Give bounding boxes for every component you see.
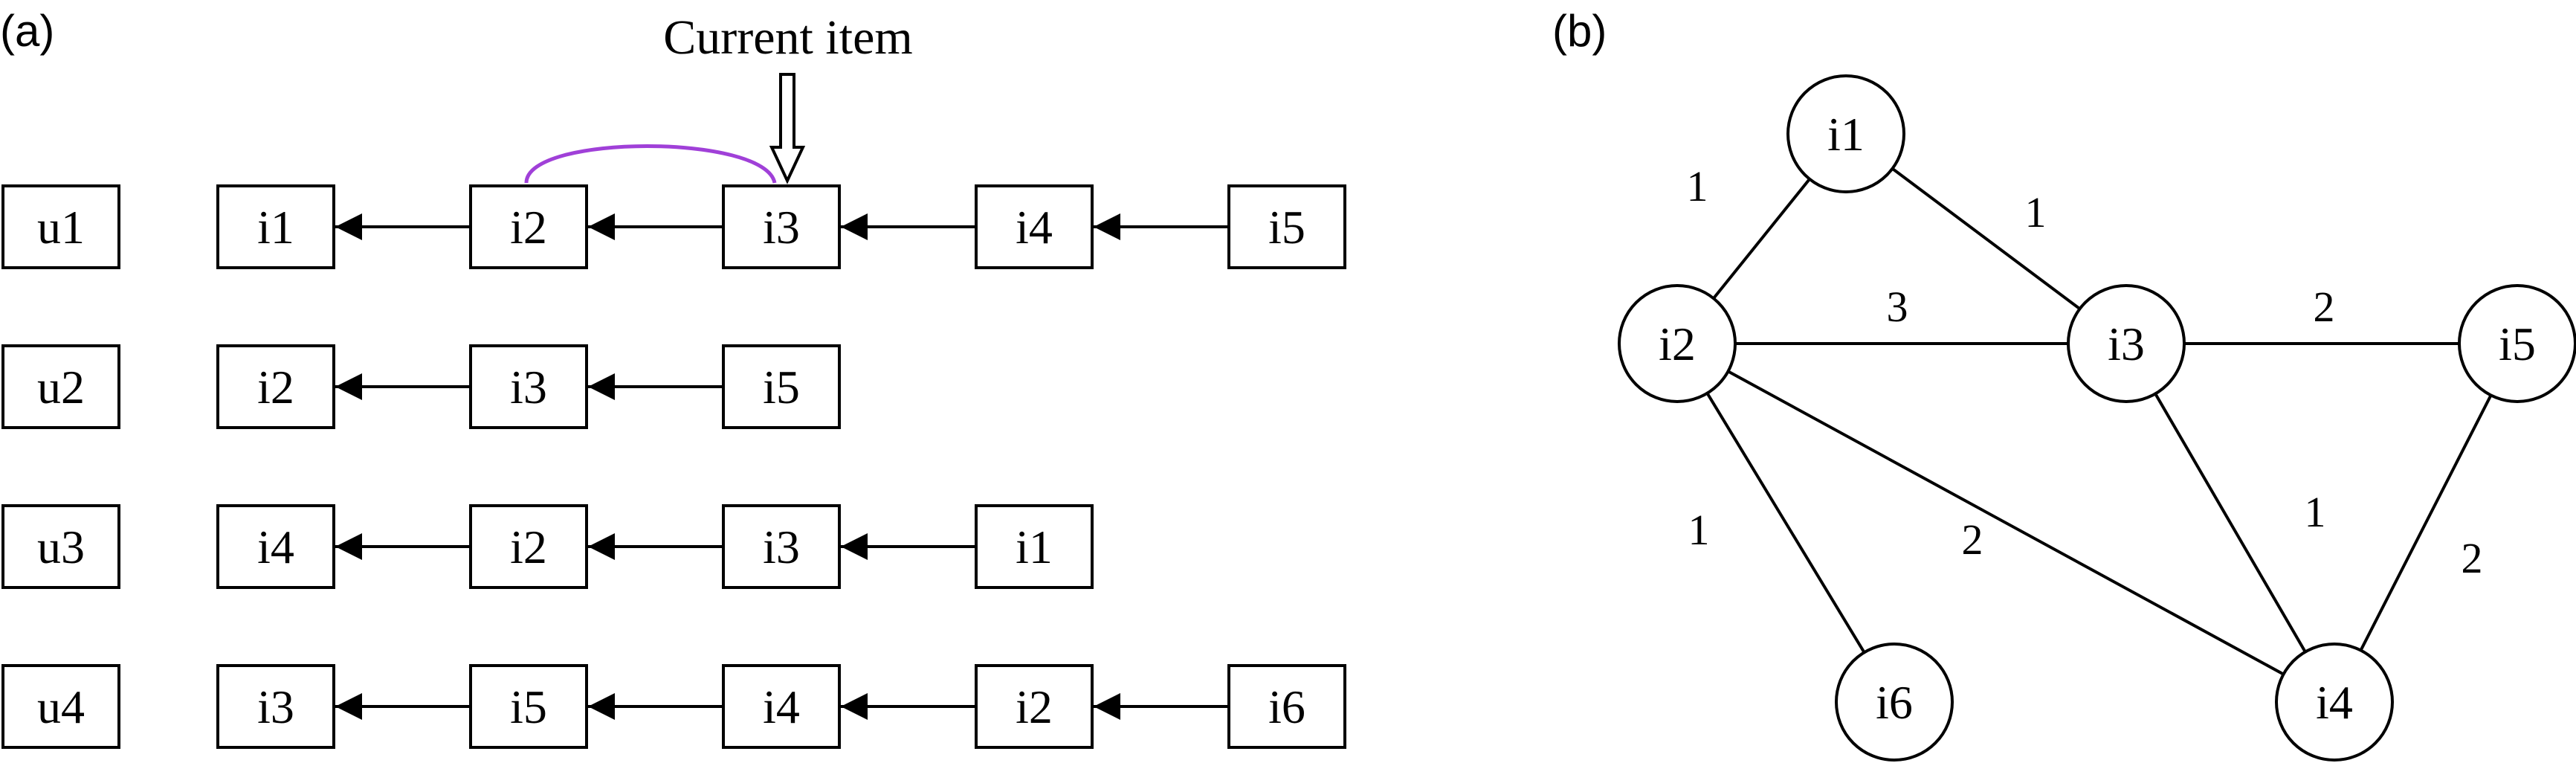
item-box xyxy=(1227,664,1346,749)
sequence-row: u2 i2 i3 i5 xyxy=(1,344,841,429)
sequence-row: u3 i4 i2 i3 i1 xyxy=(1,504,1094,589)
graph-nodes: i1 i2 i3 i4 i5 i6 xyxy=(1618,74,2576,762)
item-box xyxy=(469,664,588,749)
item-box xyxy=(975,664,1094,749)
node-label: i2 xyxy=(1659,318,1696,370)
edge-weight-label: 1 xyxy=(2305,488,2326,536)
item-label: i2 xyxy=(257,361,294,413)
item-box xyxy=(722,504,841,589)
edge-weight-label: 1 xyxy=(1687,162,1708,210)
item-label: i1 xyxy=(1016,521,1053,573)
item-label: i3 xyxy=(510,361,547,413)
edge-weight-label: 1 xyxy=(2025,188,2047,236)
panel-a-label: (a) xyxy=(0,6,54,56)
user-box xyxy=(1,344,120,429)
edge-weight-label: 2 xyxy=(2314,283,2335,331)
item-box xyxy=(216,184,335,269)
node-circle xyxy=(1618,284,1737,403)
user-box xyxy=(1,664,120,749)
item-label: i4 xyxy=(763,680,800,733)
item-box xyxy=(469,184,588,269)
panel-b-label: (b) xyxy=(1552,6,1607,56)
item-label: i2 xyxy=(1016,680,1053,733)
node-circle xyxy=(2067,284,2186,403)
item-label: i5 xyxy=(763,361,800,413)
graph-node: i6 xyxy=(1835,643,1954,762)
item-label: i1 xyxy=(257,201,294,254)
item-label: i5 xyxy=(510,680,547,733)
node-circle xyxy=(1835,643,1954,762)
panel-b-graph: 1 1 3 2 1 2 1 2 i1 i2 i3 i4 i5 i6 xyxy=(1618,74,2576,762)
user-box xyxy=(1,184,120,269)
node-label: i4 xyxy=(2316,676,2353,729)
node-circle xyxy=(1786,74,1905,193)
user-label: u1 xyxy=(37,201,85,254)
node-label: i1 xyxy=(1827,108,1865,161)
sequence-row: u1 i1 i2 i3 i4 i5 xyxy=(1,184,1346,269)
sequence-row: u4 i3 i5 i4 i2 i6 xyxy=(1,664,1346,749)
graph-node: i5 xyxy=(2458,284,2576,403)
current-item-annotation: Current item xyxy=(663,10,912,65)
current-item-arrow-icon xyxy=(769,73,806,184)
item-label: i5 xyxy=(1268,201,1305,254)
node-circle xyxy=(2275,643,2394,762)
graph-node: i1 xyxy=(1786,74,1905,193)
graph-edge xyxy=(2333,343,2519,703)
item-label: i4 xyxy=(1016,201,1053,254)
graph-edge xyxy=(2125,342,2336,704)
panel-a-sequences: u1 i1 i2 i3 i4 i5 u2 i2 i3 i5 u3 i4 i2 i3 i1 u4 i3 i5 i4 i2… xyxy=(1,184,1346,749)
edge-weight-label: 1 xyxy=(1688,506,1710,554)
highlight-arc xyxy=(524,144,777,184)
item-box xyxy=(469,344,588,429)
edge-weight-label: 2 xyxy=(1962,515,1983,564)
item-label: i2 xyxy=(510,521,547,573)
item-label: i4 xyxy=(257,521,294,573)
item-label: i3 xyxy=(257,680,294,733)
item-box xyxy=(216,504,335,589)
item-box xyxy=(722,184,841,269)
item-box xyxy=(722,664,841,749)
user-label: u2 xyxy=(37,361,85,413)
item-label: i3 xyxy=(763,201,800,254)
item-box xyxy=(216,344,335,429)
graph-node: i2 xyxy=(1618,284,1737,403)
item-box xyxy=(722,344,841,429)
user-label: u4 xyxy=(37,680,85,733)
user-label: u3 xyxy=(37,521,85,573)
node-label: i6 xyxy=(1876,676,1913,729)
item-label: i2 xyxy=(510,201,547,254)
graph-edges: 1 1 3 2 1 2 1 2 xyxy=(1676,132,2519,704)
edge-weight-label: 2 xyxy=(2462,534,2483,582)
graph-edge xyxy=(1676,342,1896,704)
node-label: i3 xyxy=(2108,318,2145,370)
edge-weight-label: 3 xyxy=(1887,283,1908,331)
item-box xyxy=(216,664,335,749)
node-circle xyxy=(2458,284,2576,403)
item-label: i6 xyxy=(1268,680,1305,733)
graph-node: i3 xyxy=(2067,284,2186,403)
item-box xyxy=(975,504,1094,589)
item-box xyxy=(975,184,1094,269)
graph-node: i4 xyxy=(2275,643,2394,762)
node-label: i5 xyxy=(2499,318,2536,370)
graph-edge xyxy=(1676,342,2335,704)
item-box xyxy=(1227,184,1346,269)
item-label: i3 xyxy=(763,521,800,573)
user-box xyxy=(1,504,120,589)
